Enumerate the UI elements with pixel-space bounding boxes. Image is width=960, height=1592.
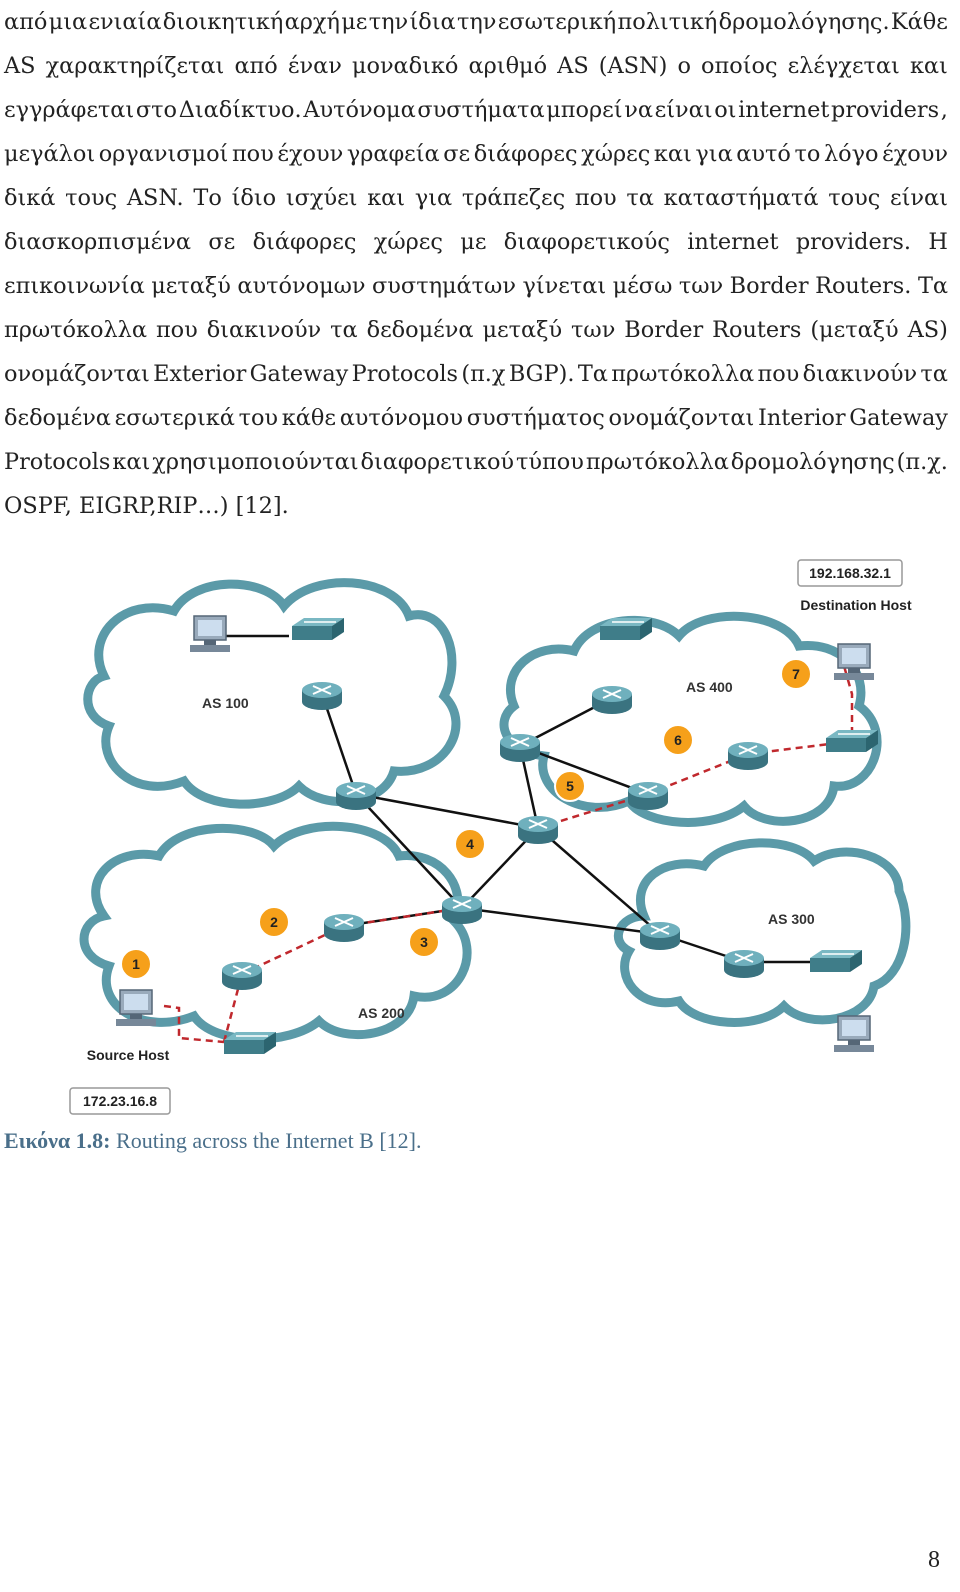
svg-text:6: 6 — [674, 732, 682, 748]
step-badge-5: 5 — [554, 770, 586, 802]
svg-text:3: 3 — [420, 934, 428, 950]
step-badge-1: 1 — [120, 948, 152, 980]
destination-host-label: Destination Host — [800, 597, 912, 613]
svg-text:2: 2 — [270, 914, 278, 930]
as300-label: AS 300 — [768, 911, 815, 927]
text-line: OSPF, EIGRP,RIP…) [12]. — [4, 493, 289, 519]
routing-figure: AS 100 AS 400 AS 200 AS 300 192.168.32.1… — [64, 556, 912, 1120]
destination-host-icon — [833, 643, 875, 681]
cloud-as300 — [613, 838, 911, 1027]
figure-caption: Εικόνα 1.8: Routing across the Internet … — [4, 1128, 422, 1154]
step-badge-2: 2 — [258, 906, 290, 938]
destination-ip: 192.168.32.1 — [809, 565, 891, 581]
as200-label: AS 200 — [358, 1005, 405, 1021]
source-host-icon — [115, 989, 157, 1027]
step-badge-7: 7 — [780, 658, 812, 690]
step-badge-4: 4 — [454, 828, 486, 860]
svg-text:1: 1 — [132, 956, 140, 972]
svg-text:7: 7 — [792, 666, 800, 682]
cloud-as100 — [83, 578, 461, 809]
source-ip: 172.23.16.8 — [83, 1093, 157, 1109]
as300-host-icon — [833, 1015, 875, 1053]
step-badge-3: 3 — [408, 926, 440, 958]
figure-caption-label: Εικόνα 1.8: — [4, 1128, 111, 1153]
figure-caption-text: Routing across the Internet B [12]. — [110, 1128, 422, 1153]
step-badge-6: 6 — [662, 724, 694, 756]
as100-label: AS 100 — [202, 695, 249, 711]
svg-text:5: 5 — [566, 778, 574, 794]
page-number: 8 — [928, 1547, 940, 1573]
svg-text:4: 4 — [466, 836, 474, 852]
as100-host-icon — [189, 615, 231, 653]
source-host-label: Source Host — [87, 1047, 170, 1063]
as400-label: AS 400 — [686, 679, 733, 695]
